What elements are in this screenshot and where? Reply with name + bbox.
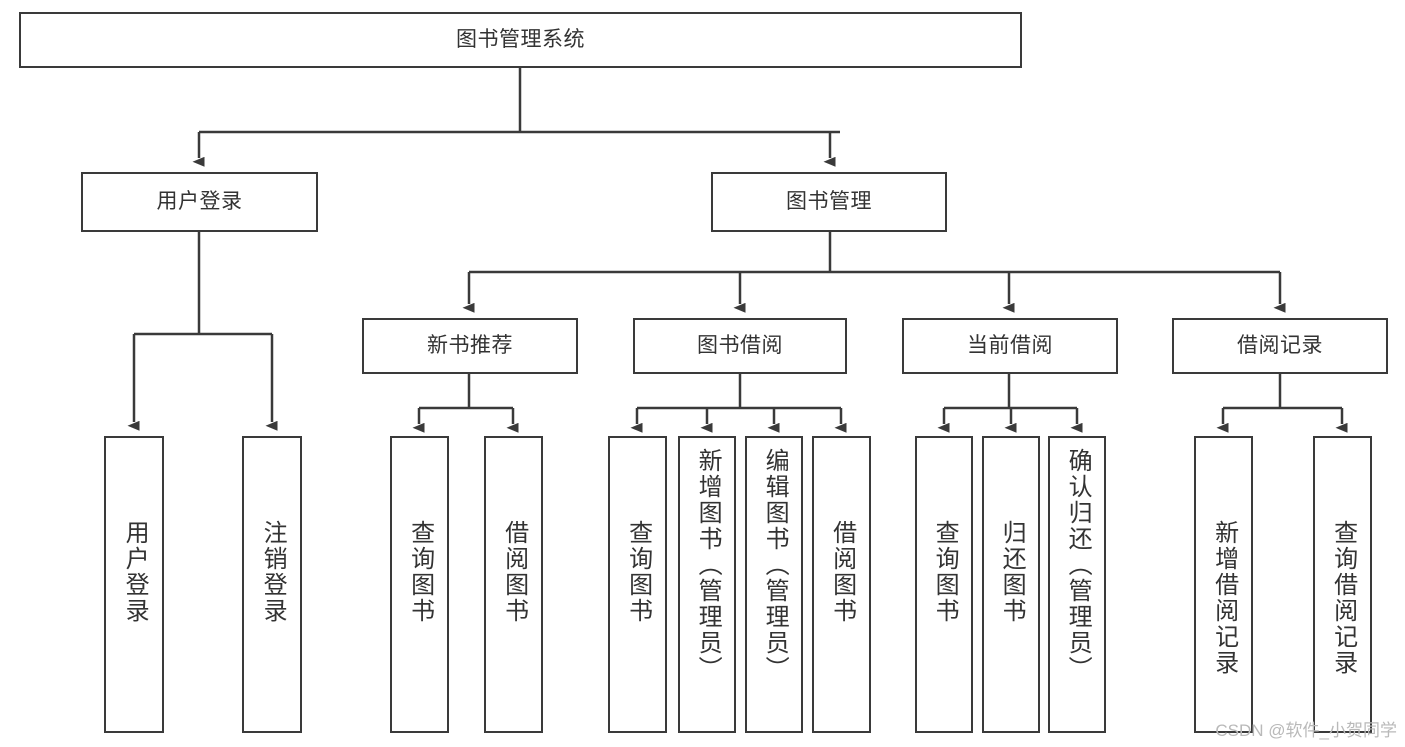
node-leaf-borrow-book-1-label: 借阅图书 — [500, 520, 528, 624]
node-borrow-record[interactable]: 借阅记录 — [1172, 318, 1388, 374]
node-leaf-edit-book-label: 编辑图书（管理员） — [761, 448, 789, 682]
node-current-borrow-label: 当前借阅 — [967, 333, 1053, 357]
node-book-borrow[interactable]: 图书借阅 — [633, 318, 847, 374]
node-book-manage-label: 图书管理 — [786, 189, 872, 213]
node-leaf-user-login-label: 用户登录 — [121, 520, 149, 624]
node-leaf-query-book-3[interactable]: 查询图书 — [915, 436, 973, 733]
node-leaf-query-book-1-label: 查询图书 — [406, 520, 434, 624]
node-leaf-confirm-return[interactable]: 确认归还（管理员） — [1048, 436, 1106, 733]
node-root[interactable]: 图书管理系统 — [19, 12, 1022, 68]
node-book-manage[interactable]: 图书管理 — [711, 172, 947, 232]
node-leaf-query-book-3-label: 查询图书 — [931, 520, 959, 624]
node-leaf-user-logout-label: 注销登录 — [259, 520, 287, 624]
node-leaf-edit-book[interactable]: 编辑图书（管理员） — [745, 436, 803, 733]
node-leaf-add-book-label: 新增图书（管理员） — [694, 448, 722, 682]
node-leaf-add-book[interactable]: 新增图书（管理员） — [678, 436, 736, 733]
node-user-login[interactable]: 用户登录 — [81, 172, 318, 232]
node-leaf-user-login[interactable]: 用户登录 — [104, 436, 164, 733]
node-leaf-return-book[interactable]: 归还图书 — [982, 436, 1040, 733]
node-root-label: 图书管理系统 — [456, 27, 585, 51]
node-leaf-confirm-return-label: 确认归还（管理员） — [1064, 448, 1092, 682]
node-leaf-query-record[interactable]: 查询借阅记录 — [1313, 436, 1372, 733]
node-leaf-return-book-label: 归还图书 — [998, 520, 1026, 624]
watermark-text: CSDN @软件_小贺同学 — [1215, 721, 1397, 740]
node-new-book-recommend-label: 新书推荐 — [427, 333, 513, 357]
node-leaf-borrow-book-2[interactable]: 借阅图书 — [812, 436, 871, 733]
node-leaf-query-record-label: 查询借阅记录 — [1329, 520, 1357, 676]
node-leaf-query-book-2-label: 查询图书 — [624, 520, 652, 624]
node-borrow-record-label: 借阅记录 — [1237, 333, 1323, 357]
node-leaf-user-logout[interactable]: 注销登录 — [242, 436, 302, 733]
node-user-login-label: 用户登录 — [156, 189, 243, 213]
node-leaf-add-record[interactable]: 新增借阅记录 — [1194, 436, 1253, 733]
node-leaf-query-book-2[interactable]: 查询图书 — [608, 436, 667, 733]
node-leaf-add-record-label: 新增借阅记录 — [1210, 520, 1238, 676]
node-leaf-borrow-book-1[interactable]: 借阅图书 — [484, 436, 543, 733]
node-leaf-query-book-1[interactable]: 查询图书 — [390, 436, 449, 733]
node-new-book-recommend[interactable]: 新书推荐 — [362, 318, 578, 374]
node-leaf-borrow-book-2-label: 借阅图书 — [828, 520, 856, 624]
node-book-borrow-label: 图书借阅 — [697, 333, 783, 357]
node-current-borrow[interactable]: 当前借阅 — [902, 318, 1118, 374]
